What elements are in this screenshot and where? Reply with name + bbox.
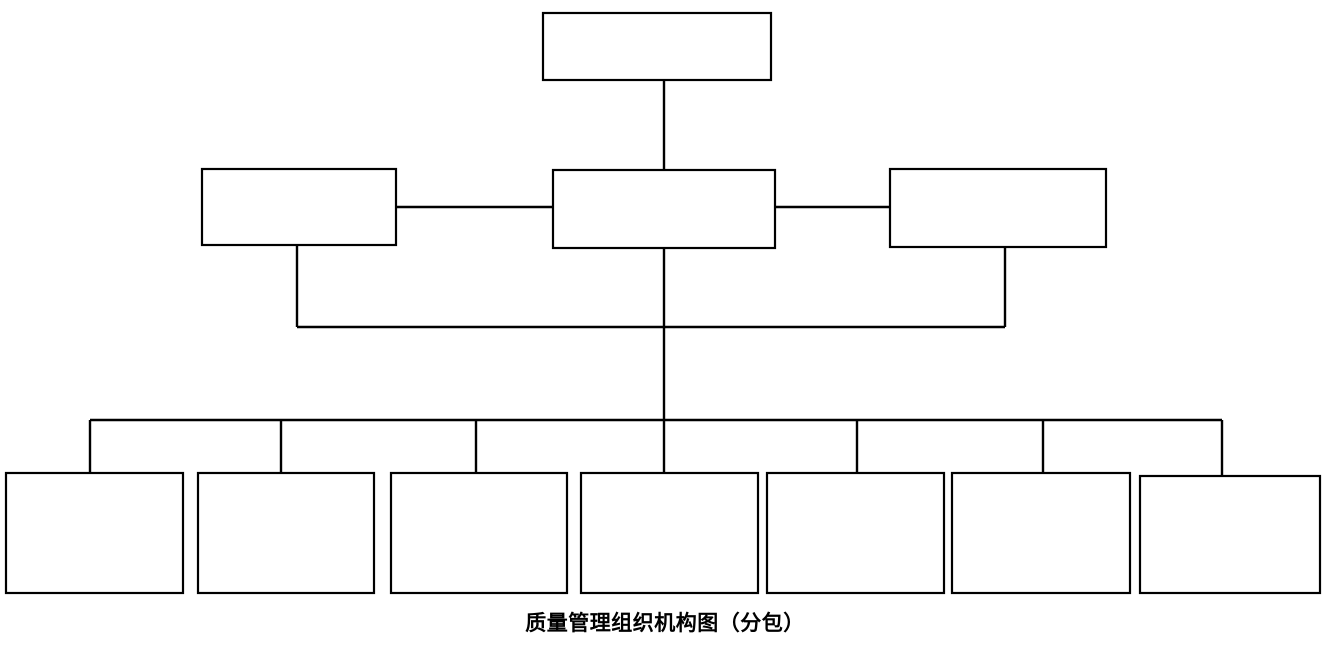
- connectors-group: [88, 80, 1224, 476]
- boxes-group: [4, 11, 1322, 595]
- org-box-n8[interactable]: [579, 471, 760, 595]
- org-box-n7[interactable]: [389, 471, 569, 595]
- org-node-n7[interactable]: [389, 471, 569, 595]
- org-node-n4[interactable]: [888, 167, 1108, 249]
- org-box-n10[interactable]: [950, 471, 1132, 595]
- chart-caption: 质量管理组织机构图（分包）: [525, 611, 805, 635]
- org-box-n3[interactable]: [551, 168, 777, 250]
- org-node-n11[interactable]: [1138, 474, 1322, 595]
- org-node-n6[interactable]: [196, 471, 376, 595]
- org-box-n5[interactable]: [4, 471, 185, 595]
- org-box-n2[interactable]: [200, 167, 398, 247]
- org-node-n8[interactable]: [579, 471, 760, 595]
- org-box-n1[interactable]: [541, 11, 773, 82]
- org-node-n2[interactable]: [200, 167, 398, 247]
- org-box-n11[interactable]: [1138, 474, 1322, 595]
- org-box-n4[interactable]: [888, 167, 1108, 249]
- org-node-n3[interactable]: [551, 168, 777, 250]
- org-box-n6[interactable]: [196, 471, 376, 595]
- org-node-n10[interactable]: [950, 471, 1132, 595]
- org-node-n9[interactable]: [765, 471, 946, 595]
- org-box-n9[interactable]: [765, 471, 946, 595]
- org-node-n5[interactable]: [4, 471, 185, 595]
- org-node-n1[interactable]: [541, 11, 773, 82]
